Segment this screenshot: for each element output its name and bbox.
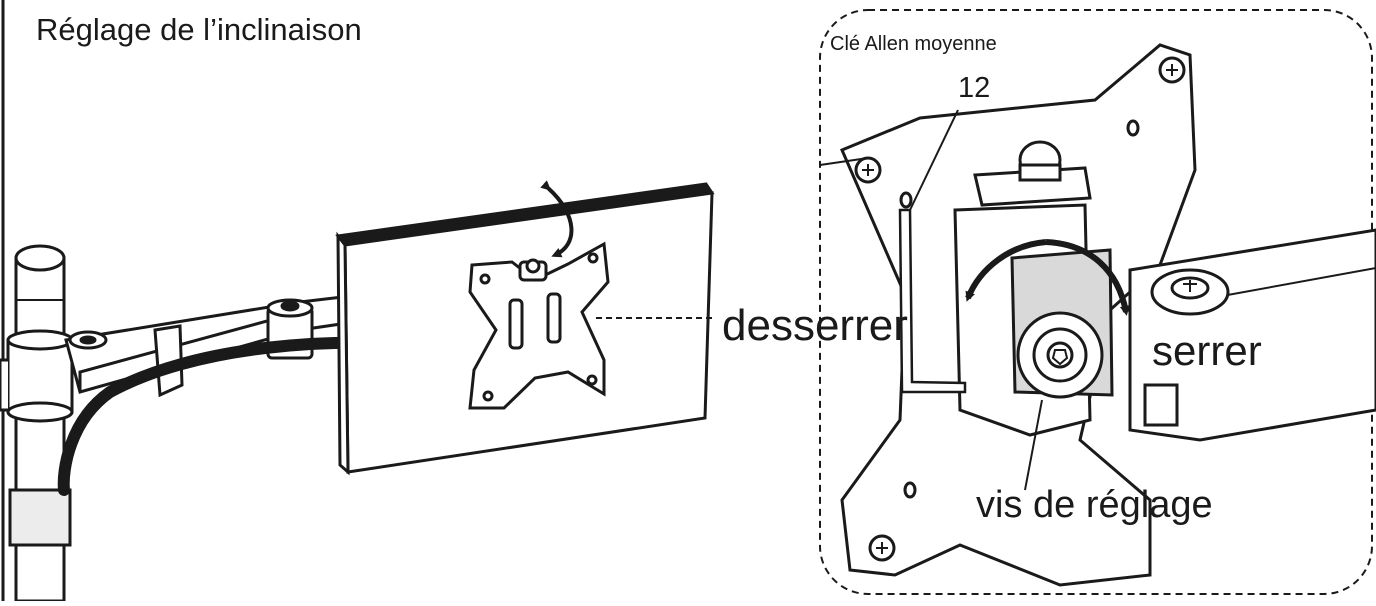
pole-clamp <box>0 329 74 423</box>
adjustment-screw-label: vis de réglage <box>976 484 1213 526</box>
tilt-arrow <box>540 180 574 258</box>
desk-pole <box>8 244 72 603</box>
vesa-plate <box>468 241 610 410</box>
detail-hinge <box>1010 248 1114 399</box>
detail-arm <box>1128 228 1376 442</box>
allen-key-label: Clé Allen moyenne <box>830 33 997 55</box>
rotation-arrows <box>965 239 1130 316</box>
detail-frame <box>819 9 1373 595</box>
loosen-label: desserrer <box>722 301 908 350</box>
diagram-title: Réglage de l’inclinaison <box>36 12 362 47</box>
callout-leaders <box>819 109 1043 491</box>
detail-screw-holes <box>854 56 1186 562</box>
tighten-label: serrer <box>1152 327 1262 374</box>
part-number-label: 12 <box>958 72 991 104</box>
